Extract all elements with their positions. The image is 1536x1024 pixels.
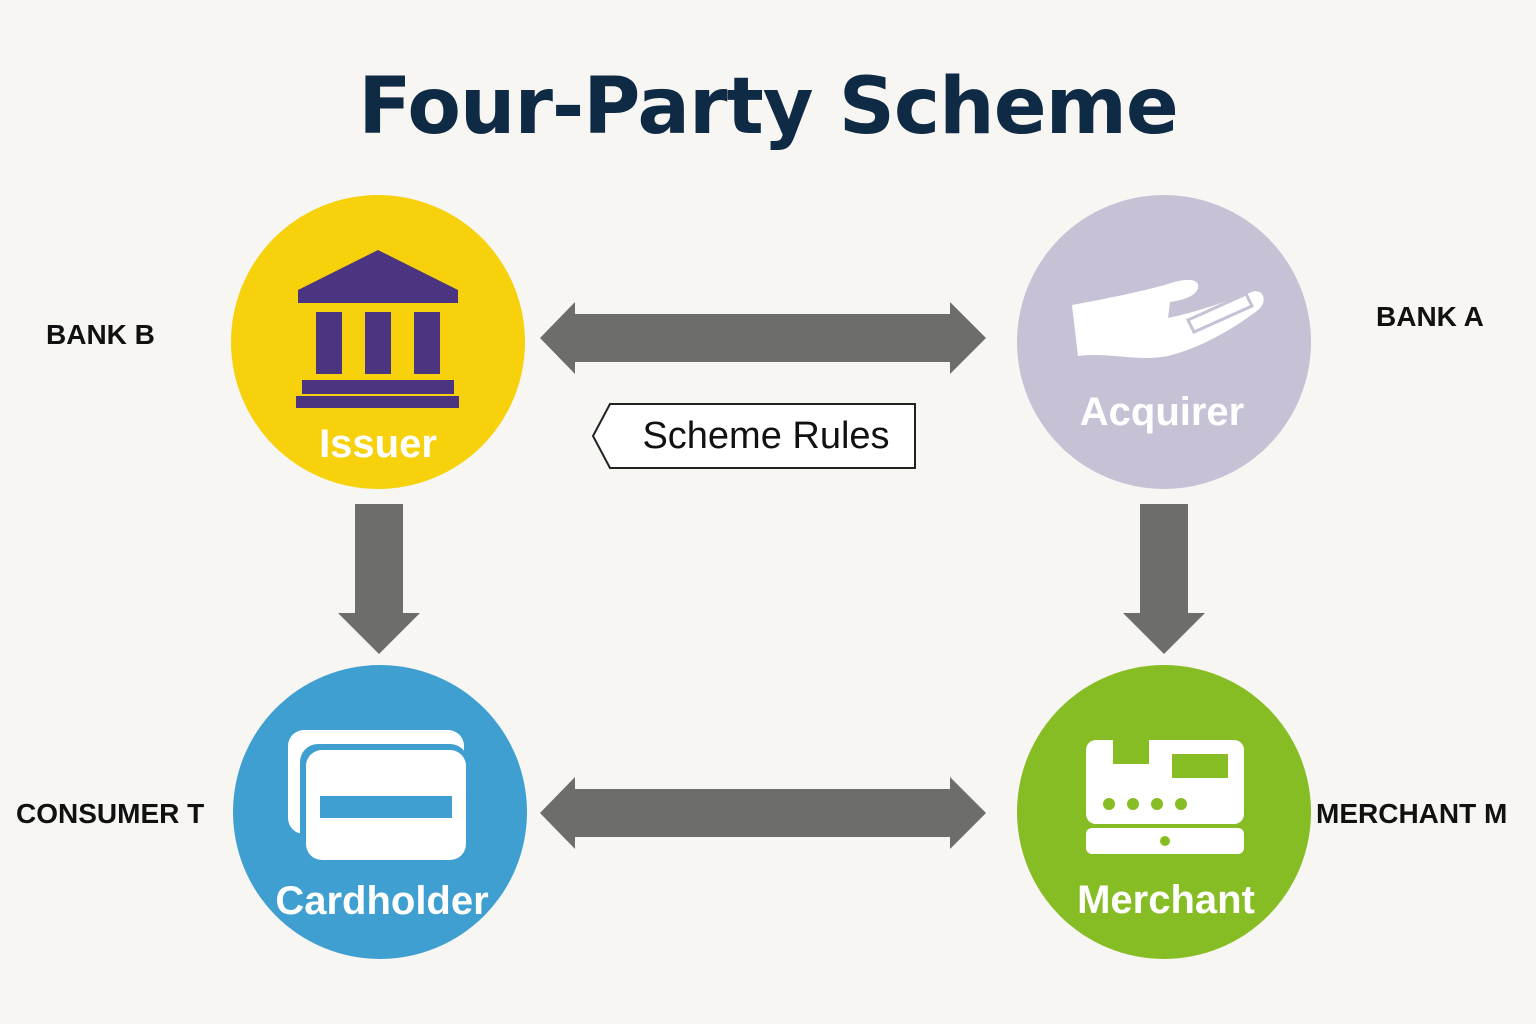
scheme-rules-tag <box>592 403 916 469</box>
acquirer-node: Acquirer <box>1017 195 1311 489</box>
scheme-rules-label: Scheme Rules <box>642 415 890 457</box>
hand-card-icon <box>1072 279 1264 358</box>
cash-register-icon <box>1086 734 1244 854</box>
merchant-side-label: MERCHANT M <box>1316 798 1508 829</box>
acquirer-label: Acquirer <box>1080 390 1245 434</box>
arrow-issuer-cardholder <box>338 504 420 654</box>
diagram-title: Four-Party Scheme <box>358 62 1179 152</box>
issuer-side-label: BANK B <box>46 319 155 350</box>
cardholder-label: Cardholder <box>275 879 488 923</box>
merchant-label: Merchant <box>1077 878 1255 922</box>
merchant-node: Merchant <box>1017 665 1311 959</box>
arrow-issuer-acquirer <box>540 302 986 374</box>
arrow-cardholder-merchant <box>540 777 986 849</box>
issuer-label: Issuer <box>319 422 437 466</box>
cardholder-node: Cardholder <box>233 665 527 959</box>
bank-icon <box>296 250 459 408</box>
issuer-node: Issuer <box>231 195 525 489</box>
cardholder-side-label: CONSUMER T <box>16 798 205 829</box>
acquirer-side-label: BANK A <box>1376 301 1484 332</box>
credit-card-icon <box>288 730 468 862</box>
arrow-acquirer-merchant <box>1123 504 1205 654</box>
